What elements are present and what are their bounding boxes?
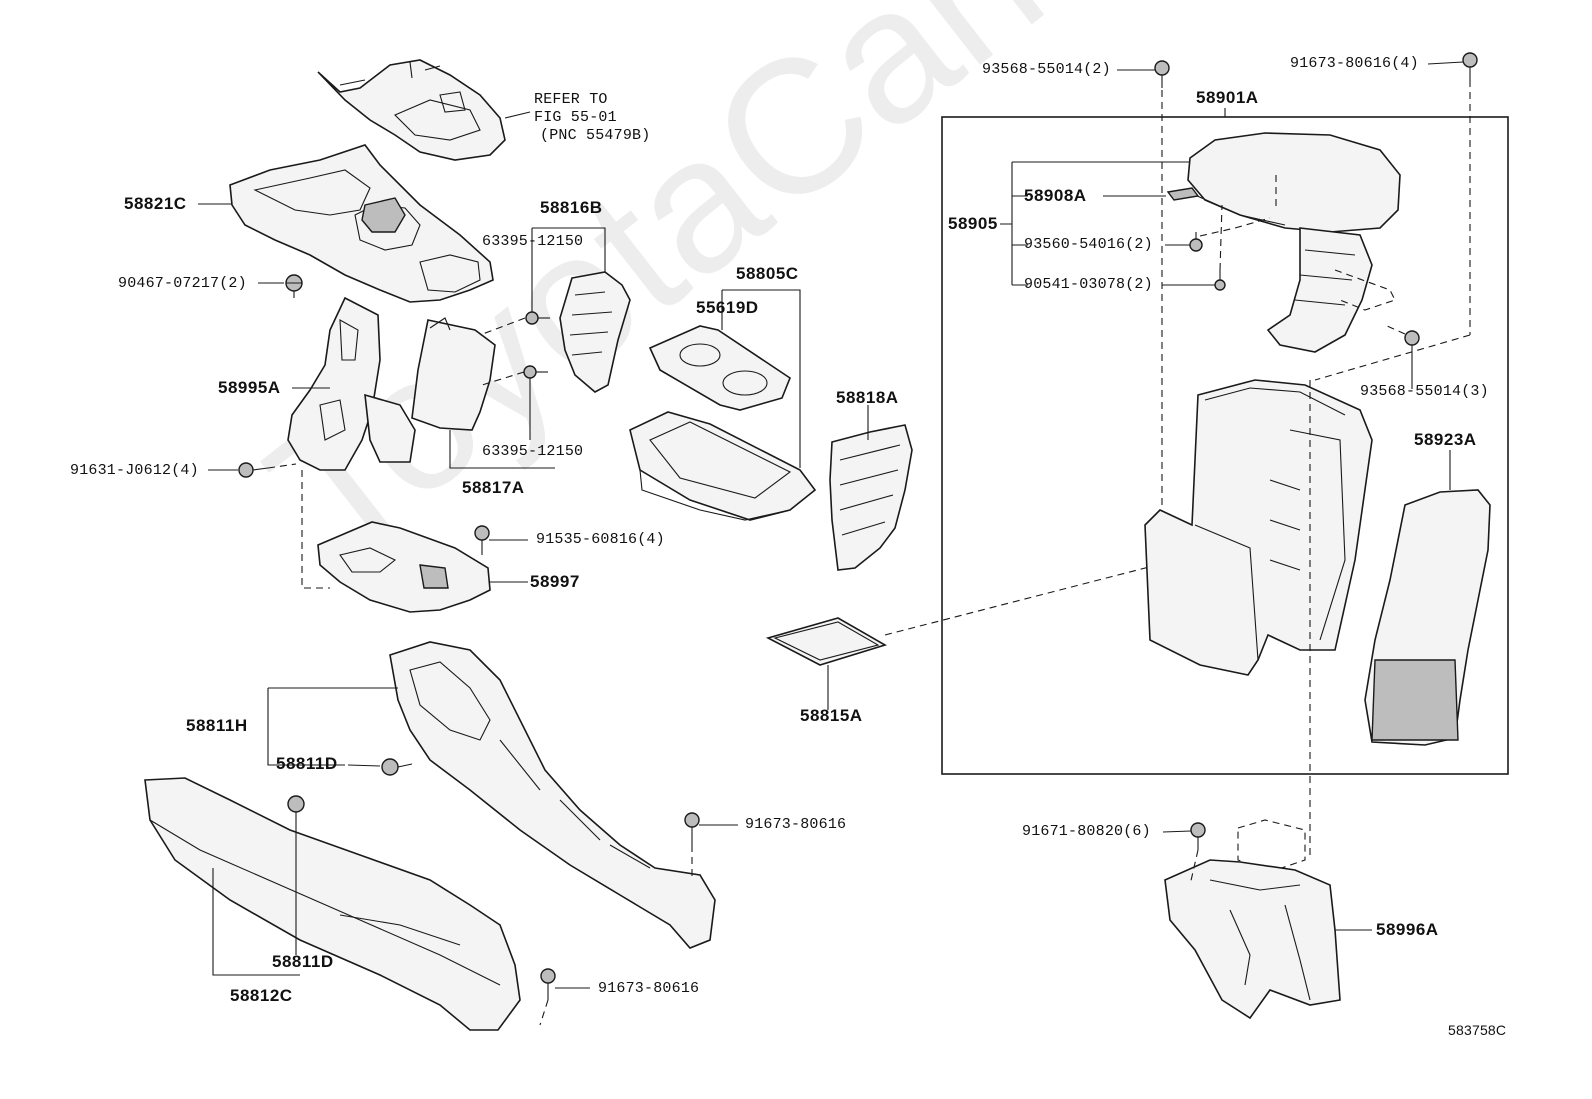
bolt-91673-upper-drawing <box>684 812 700 845</box>
label-58995A: 58995A <box>218 378 281 397</box>
label-90541-03078: 90541-03078(2) <box>1024 276 1153 293</box>
console-rail-58811H-drawing <box>389 641 716 949</box>
label-91673-80616-upper: 91673-80616 <box>745 816 847 833</box>
label-91631-J0612: 91631-J0612(4) <box>70 462 199 479</box>
label-93568-55014-right: 93568-55014(3) <box>1360 383 1489 400</box>
bolt-91673-lower-drawing <box>540 968 556 1000</box>
label-58997: 58997 <box>530 572 580 591</box>
bolt-91631-drawing <box>238 462 269 478</box>
label-91535-60816: 91535-60816(4) <box>536 531 665 548</box>
screw-93560-drawing <box>1189 232 1203 252</box>
armrest-lid-drawing <box>1187 132 1401 233</box>
panel-58817A-drawing <box>411 317 496 431</box>
cover-58923A-drawing <box>1364 489 1491 746</box>
clip-63395-upper-drawing <box>525 311 550 325</box>
label-58905: 58905 <box>948 214 998 233</box>
clip-58908A-drawing <box>1166 187 1200 201</box>
screw-93568-right-drawing <box>1404 330 1420 346</box>
clip-58811D-lower-drawing <box>287 795 305 813</box>
diagram-code: 583758C <box>1448 1022 1507 1038</box>
refer-note-line3: (PNC 55479B) <box>540 127 651 144</box>
label-91673-80616-lower: 91673-80616 <box>598 980 700 997</box>
side-panel-58812C-drawing <box>144 777 521 1031</box>
label-91673-80616-top: 91673-80616(4) <box>1290 55 1419 72</box>
label-58811H: 58811H <box>186 716 248 735</box>
label-63395-12150-lower: 63395-12150 <box>482 443 584 460</box>
label-58821C: 58821C <box>124 194 187 213</box>
bracket-58997-drawing <box>317 521 491 613</box>
screw-93568-top-drawing <box>1154 60 1170 88</box>
shift-panel-drawing <box>317 59 506 161</box>
label-58816B: 58816B <box>540 198 603 217</box>
mat-58815A-drawing <box>765 617 887 666</box>
label-58815A: 58815A <box>800 706 863 725</box>
panel-58816B-drawing <box>559 271 631 393</box>
bracket-58995A-drawing <box>287 296 416 471</box>
label-58901A: 58901A <box>1196 88 1259 107</box>
screw-91673-top-drawing <box>1462 52 1478 80</box>
console-box-drawing <box>1144 379 1373 676</box>
label-93560-54016: 93560-54016(2) <box>1024 236 1153 253</box>
label-93568-55014-top: 93568-55014(2) <box>982 61 1111 78</box>
label-58996A: 58996A <box>1376 920 1439 939</box>
clip-58811D-upper-drawing <box>381 758 413 776</box>
label-58818A: 58818A <box>836 388 899 407</box>
label-90467-07217: 90467-07217(2) <box>118 275 247 292</box>
label-58923A: 58923A <box>1414 430 1477 449</box>
bracket-58996A-drawing <box>1164 819 1341 1020</box>
refer-note-line1: REFER TO <box>534 91 608 108</box>
panel-58818A-drawing <box>829 424 913 571</box>
label-58805C: 58805C <box>736 264 799 283</box>
box-58805C-drawing <box>629 411 817 521</box>
label-58811D-upper: 58811D <box>276 754 338 773</box>
label-58812C: 58812C <box>230 986 293 1005</box>
clip-63395-lower-drawing <box>523 365 548 379</box>
screw-90541-drawing <box>1214 270 1226 291</box>
bolt-90467-drawing <box>285 274 303 298</box>
label-63395-12150-upper: 63395-12150 <box>482 233 584 250</box>
bolt-91535-drawing <box>474 525 490 555</box>
label-55619D: 55619D <box>696 298 759 317</box>
bolt-91671-drawing <box>1190 822 1206 850</box>
tray-55619D-drawing <box>648 325 791 411</box>
lid-hinge-drawing <box>1266 227 1373 353</box>
label-58908A: 58908A <box>1024 186 1087 205</box>
label-91671-80820: 91671-80820(6) <box>1022 823 1151 840</box>
console-upper-panel-drawing <box>229 144 494 303</box>
label-58817A: 58817A <box>462 478 525 497</box>
refer-note-line2: FIG 55-01 <box>534 109 617 126</box>
label-58811D-lower: 58811D <box>272 952 334 971</box>
